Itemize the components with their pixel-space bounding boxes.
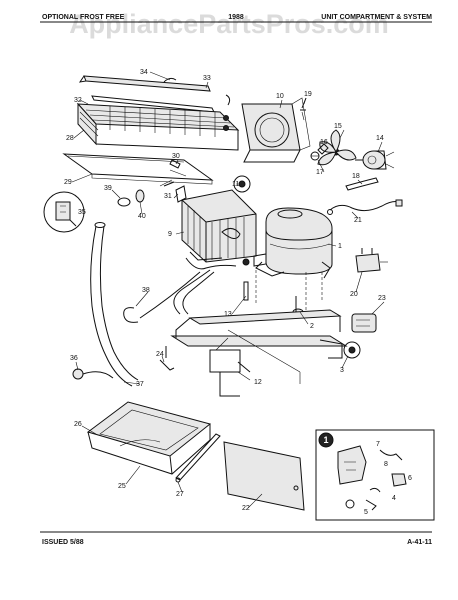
thermostat-detail [43,191,85,233]
hook-part [159,346,175,371]
drain-pan-part [86,401,212,475]
fan-bracket-part [345,177,379,191]
callout-22: 22 [242,505,250,512]
callout-11: 11 [232,181,239,188]
rear-panel-part [223,441,305,511]
callout-31: 31 [164,193,172,200]
tube-end-part [72,368,114,380]
callout-5: 5 [364,509,368,516]
callout-29: 29 [64,179,72,186]
callout-20: 20 [350,291,358,298]
callout-18: 18 [352,173,360,180]
small-parts [117,181,175,207]
callout-1: 1 [338,243,342,250]
coil-hose-part [123,271,201,323]
callout-32: 32 [74,97,82,104]
callout-13: 13 [224,311,232,318]
footer-issued-text: ISSUED 5/88 [42,539,84,546]
footer-page-code: A-41-11 [407,539,432,546]
relay-part [355,248,388,273]
base-rail-part [170,309,348,397]
callout-28: 28 [66,135,74,142]
callout-39: 39 [104,185,112,192]
callout-3: 3 [340,367,344,374]
callout-16: 16 [320,139,328,146]
callout-9: 9 [168,231,172,238]
evaporator-coil-part [76,94,240,151]
mounting-grommets [243,270,323,316]
callout-2: 2 [310,323,314,330]
header-left-text: OPTIONAL FROST FREE [42,14,125,21]
wire-harness-part [327,199,403,215]
callout-7: 7 [376,441,380,448]
callout-36: 36 [70,355,78,362]
nut-part [310,151,320,161]
callout-34: 34 [140,69,148,76]
inset-detail-box: 1 [315,429,435,521]
callout-40: 40 [138,213,146,220]
fan-motor-part [355,150,395,170]
callout-26: 26 [74,421,82,428]
callout-17: 17 [316,169,324,176]
callout-33: 33 [203,75,211,82]
callout-10: 10 [276,93,284,100]
header-middle-text: 1988 [228,14,244,21]
callout-8: 8 [384,461,388,468]
inset-marker-label: 1 [323,435,328,445]
compressor-part [242,207,333,279]
callout-35: 35 [78,209,86,216]
clamp-part [175,185,187,203]
callout-numbers: 34 33 32 28 29 30 10 19 15 16 14 17 18 2… [64,69,412,516]
clip-part [159,159,187,187]
callout-14: 14 [376,135,384,142]
callout-23: 23 [378,295,386,302]
callout-25: 25 [118,483,126,490]
callout-4: 4 [392,495,396,502]
callout-19: 19 [304,91,312,98]
callout-38: 38 [142,287,150,294]
callout-24: 24 [156,351,164,358]
callout-6: 6 [408,475,412,482]
drip-tray-part [62,153,214,185]
condenser-part [181,189,257,263]
grommet-part [233,175,251,193]
hose-clamp-part [343,341,361,359]
refrigerant-tubing [173,257,237,315]
callout-27: 27 [176,491,184,498]
fan-blade-part [317,129,357,166]
inset-marker-circle [318,432,334,448]
leader-lines [71,71,385,509]
header-right-text: UNIT COMPARTMENT & SYSTEM [321,14,432,21]
callout-37: 37 [136,381,144,388]
motor-bracket-part [317,143,329,155]
callout-21: 21 [354,217,362,224]
callout-15: 15 [334,123,342,130]
drain-hose-part [90,222,139,387]
callout-12: 12 [254,379,262,386]
watermark-text: AppliancePartsPros.com [69,9,389,39]
fan-shroud-part [241,97,311,163]
protector-part [351,313,377,333]
callout-30: 30 [172,153,180,160]
